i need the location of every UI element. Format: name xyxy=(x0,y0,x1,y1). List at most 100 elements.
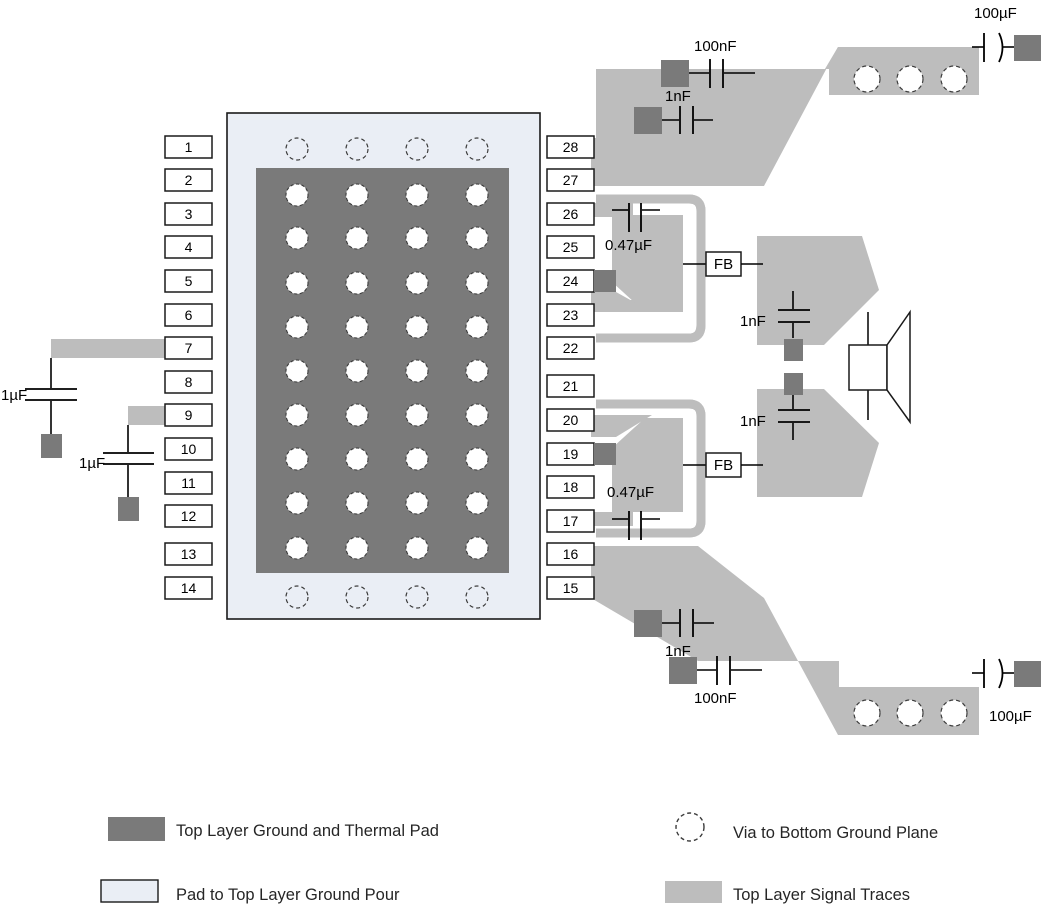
pin-label: 8 xyxy=(185,374,193,390)
via-row-top-strip xyxy=(853,65,968,93)
ground-pad-output-lower xyxy=(784,373,803,395)
speaker-symbol xyxy=(848,309,911,425)
pin-box-2[interactable]: 2 xyxy=(164,168,213,192)
cap-network-pin7: 1µF xyxy=(1,358,77,458)
pin-box-23[interactable]: 23 xyxy=(546,303,595,327)
trace-bottom-supply xyxy=(591,546,979,735)
pin-box-22[interactable]: 22 xyxy=(546,336,595,360)
legend: Top Layer Ground and Thermal Pad Via to … xyxy=(100,812,938,904)
pin-box-24[interactable]: 24 xyxy=(546,269,595,293)
pin-box-12[interactable]: 12 xyxy=(164,504,213,528)
pin-box-26[interactable]: 26 xyxy=(546,202,595,226)
pour-via-row-top xyxy=(285,137,489,161)
cap-value-label: 100nF xyxy=(694,690,737,707)
ground-pad-bottom-100nF xyxy=(669,657,697,684)
legend-label-via: Via to Bottom Ground Plane xyxy=(733,824,938,842)
pin-box-19[interactable]: 19 xyxy=(546,442,595,466)
pin-box-10[interactable]: 10 xyxy=(164,437,213,461)
cap-bottom-100uF: 100µF xyxy=(972,658,1041,725)
ground-pad-bottom-1nF xyxy=(634,610,662,637)
right-pin-column: 28 27 26 25 24 23 xyxy=(546,135,595,600)
cap-top-1nF: 1nF xyxy=(634,88,713,134)
legend-swatch-ground-pour xyxy=(100,879,159,903)
pin-box-7[interactable]: 7 xyxy=(164,336,213,360)
pin-box-14[interactable]: 14 xyxy=(164,576,213,600)
pin-box-17[interactable]: 17 xyxy=(546,509,595,533)
pin-label: 7 xyxy=(185,340,193,356)
left-pin-column: 1 2 3 4 5 6 7 xyxy=(164,135,213,600)
cap-value-label: 1µF xyxy=(79,455,105,472)
trace-loop-lower-ring xyxy=(596,399,706,538)
pin-box-8[interactable]: 8 xyxy=(164,370,213,394)
pin-label: 12 xyxy=(181,508,197,524)
trace-top-supply-fill xyxy=(591,47,979,186)
cap-output-lower-1nF: 1nF xyxy=(740,373,810,440)
pin-label: 25 xyxy=(563,239,579,255)
pin-label: 16 xyxy=(563,546,579,562)
ground-pad-top-1nF xyxy=(634,107,662,134)
pin-label: 19 xyxy=(563,446,579,462)
pin-label: 27 xyxy=(563,172,579,188)
thermal-via-grid xyxy=(285,183,489,560)
pin-label: 24 xyxy=(563,273,579,289)
cap-value-label: 0.47µF xyxy=(607,484,654,501)
pin-box-15[interactable]: 15 xyxy=(546,576,595,600)
cap-value-label: 1nF xyxy=(740,413,766,430)
pin-box-13[interactable]: 13 xyxy=(164,542,213,566)
pin-box-3[interactable]: 3 xyxy=(164,202,213,226)
pin-label: 13 xyxy=(181,546,197,562)
pin-label: 9 xyxy=(185,407,193,423)
cap-value-label: 1nF xyxy=(740,313,766,330)
loop-arms-redraw xyxy=(591,203,683,526)
cap-bootstrap-lower: 0.47µF xyxy=(607,484,660,540)
ferrite-bead-upper[interactable]: FB xyxy=(683,251,763,277)
pin-label: 18 xyxy=(563,479,579,495)
pin-box-5[interactable]: 5 xyxy=(164,269,213,293)
cap-top-100uF: 100µF xyxy=(972,5,1041,63)
ground-pad-bottom-100uF xyxy=(1014,661,1041,687)
pin-box-21[interactable]: 21 xyxy=(546,374,595,398)
pin-label: 11 xyxy=(181,475,196,491)
cap-bottom-1nF: 1nF xyxy=(634,609,714,660)
pin-label: 23 xyxy=(563,307,579,323)
trace-pin9-stub xyxy=(128,406,172,425)
pin-label: 2 xyxy=(185,172,193,188)
pin-box-25[interactable]: 25 xyxy=(546,235,595,259)
pin-box-6[interactable]: 6 xyxy=(164,303,213,327)
ferrite-bead-lower[interactable]: FB xyxy=(683,452,763,478)
legend-label-signal-trace: Top Layer Signal Traces xyxy=(733,886,910,904)
legend-swatch-signal-trace xyxy=(665,881,722,903)
ground-pad-pin19 xyxy=(594,443,616,465)
pin-box-9[interactable]: 9 xyxy=(164,403,213,427)
pin-label: 6 xyxy=(185,307,193,323)
pin-box-20[interactable]: 20 xyxy=(546,408,595,432)
pin-label: 21 xyxy=(563,378,579,394)
pin-label: 28 xyxy=(563,139,579,155)
pin-box-18[interactable]: 18 xyxy=(546,475,595,499)
pin-label: 10 xyxy=(181,441,197,457)
legend-swatch-via xyxy=(675,812,705,842)
legend-label-thermal-pad: Top Layer Ground and Thermal Pad xyxy=(176,822,439,840)
pin-label: 14 xyxy=(181,580,197,596)
ground-pad-pin24 xyxy=(594,270,616,292)
ferrite-label: FB xyxy=(714,256,733,273)
trace-out-up xyxy=(757,236,879,345)
pin-box-1[interactable]: 1 xyxy=(164,135,213,159)
pin-box-28[interactable]: 28 xyxy=(546,135,595,159)
pin-label: 1 xyxy=(185,139,193,155)
ground-pad-cap-pin7 xyxy=(41,434,62,458)
cap-network-pin9: 1µF xyxy=(79,425,154,521)
cap-output-upper-1nF: 1nF xyxy=(740,291,810,361)
cap-bottom-100nF: 100nF xyxy=(669,656,762,707)
pin-box-16[interactable]: 16 xyxy=(546,542,595,566)
pin-box-11[interactable]: 11 xyxy=(164,471,213,495)
pin-box-27[interactable]: 27 xyxy=(546,168,595,192)
pin-label: 3 xyxy=(185,206,193,222)
pin-box-4[interactable]: 4 xyxy=(164,235,213,259)
cap-top-100nF: 100nF xyxy=(661,38,755,88)
cap-value-label: 1nF xyxy=(665,88,691,105)
legend-swatch-thermal-pad xyxy=(108,817,165,841)
cap-bootstrap-upper: 0.47µF xyxy=(605,203,660,254)
pin-label: 22 xyxy=(563,340,579,356)
